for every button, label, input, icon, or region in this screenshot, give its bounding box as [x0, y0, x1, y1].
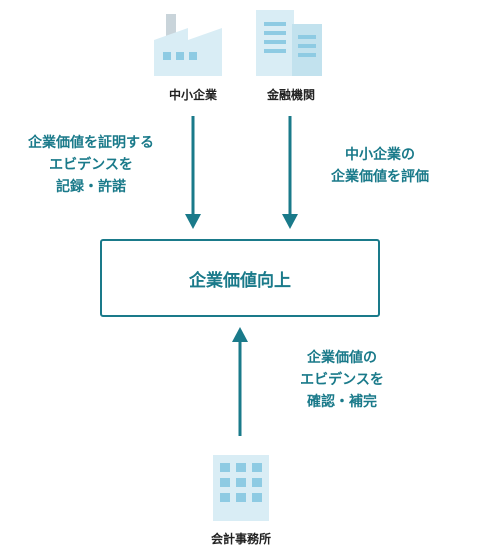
- note-left-line: 企業価値を証明する: [28, 135, 154, 151]
- arrow-accounting-to-center: [232, 327, 248, 436]
- sme-label: 中小企業: [168, 88, 217, 102]
- value-improvement-box: 企業価値向上: [100, 239, 380, 317]
- accounting-office-icon: [213, 455, 269, 521]
- office-building-icon: [256, 10, 322, 76]
- bank-label: 金融機関: [266, 88, 315, 102]
- note-left-line: 記録・許諾: [56, 179, 126, 195]
- arrow-sme-to-center: [185, 116, 201, 229]
- accounting-label: 会計事務所: [210, 532, 271, 546]
- note-right-line: 中小企業の: [345, 147, 415, 163]
- note-left: 企業価値を証明する エビデンスを 記録・許諾: [2, 132, 180, 198]
- note-bottom-line: エビデンスを: [300, 372, 384, 388]
- note-bottom: 企業価値の エビデンスを 確認・補完: [262, 347, 422, 413]
- note-left-line: エビデンスを: [49, 157, 133, 173]
- value-improvement-label: 企業価値向上: [189, 270, 291, 291]
- arrow-bank-to-center: [282, 116, 298, 229]
- factory-icon: [154, 14, 222, 76]
- note-right: 中小企業の 企業価値を評価: [300, 144, 460, 188]
- note-right-line: 企業価値を評価: [331, 169, 429, 185]
- note-bottom-line: 企業価値の: [307, 350, 377, 366]
- note-bottom-line: 確認・補完: [307, 394, 377, 410]
